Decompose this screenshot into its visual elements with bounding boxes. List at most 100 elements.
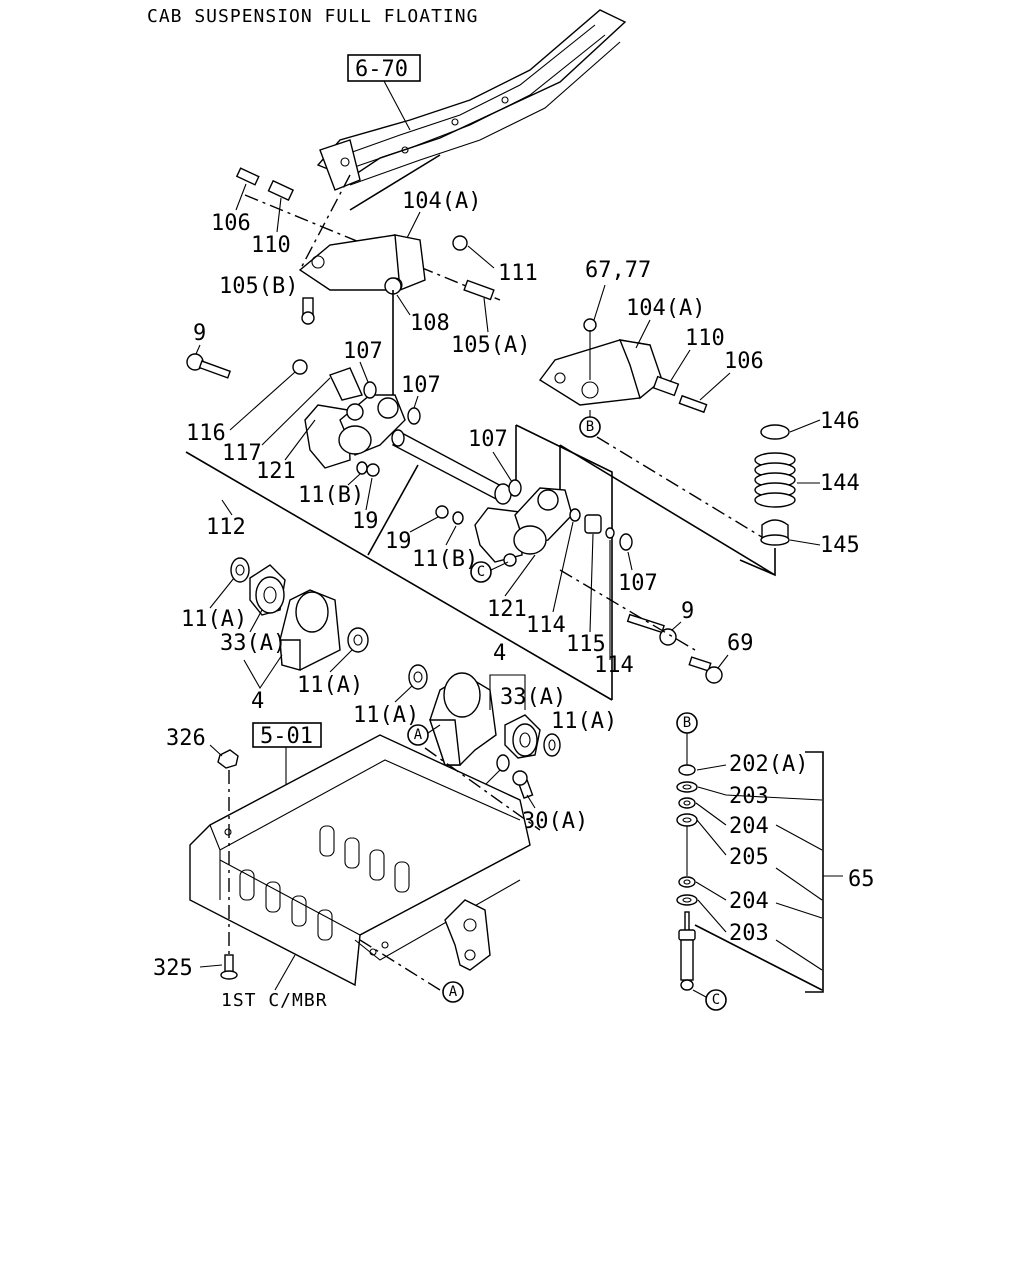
- bushing-33a-right: [504, 714, 541, 759]
- callout-33a-b[interactable]: 33(A): [500, 685, 566, 710]
- leader-104a-top: [406, 211, 421, 239]
- mount-bracket-4-right: [429, 672, 497, 766]
- callout-114-a[interactable]: 114: [526, 613, 566, 638]
- marker-c-top[interactable]: C: [477, 564, 485, 580]
- callout-67-77[interactable]: 67,77: [585, 258, 651, 283]
- callout-106-right[interactable]: 106: [724, 349, 764, 374]
- callout-33a-a[interactable]: 33(A): [220, 631, 286, 656]
- callout-107-d[interactable]: 107: [618, 571, 658, 596]
- callout-107-a[interactable]: 107: [343, 339, 383, 364]
- callout-146[interactable]: 146: [820, 409, 860, 434]
- washer-11a-right-left: [408, 664, 428, 690]
- marker-circle-a-bottom[interactable]: [442, 981, 464, 1003]
- marker-b-shock[interactable]: B: [683, 715, 691, 731]
- callout-65[interactable]: 65: [848, 867, 875, 892]
- callout-4-a[interactable]: 4: [251, 689, 264, 714]
- callout-121-a[interactable]: 121: [256, 459, 296, 484]
- bolt-110-right: [652, 375, 680, 397]
- callout-104a-right[interactable]: 104(A): [626, 296, 705, 321]
- bolt-106-right: [678, 394, 708, 414]
- washer-35: [496, 754, 510, 772]
- leader-67-77: [593, 284, 606, 321]
- bolt-110-left: [267, 179, 295, 202]
- marker-circle-a-mid[interactable]: [407, 724, 429, 746]
- callout-117[interactable]: 117: [222, 441, 262, 466]
- callout-203-bottom[interactable]: 203: [729, 921, 769, 946]
- leader-121-b: [504, 554, 536, 597]
- callout-114-b[interactable]: 114: [594, 653, 634, 678]
- callout-69[interactable]: 69: [727, 631, 754, 656]
- assembly-line-spring: [559, 444, 776, 576]
- coil-spring-144: [754, 452, 796, 508]
- callout-107-c[interactable]: 107: [468, 427, 508, 452]
- marker-circle-c-top[interactable]: [470, 561, 492, 583]
- spring-seat-146: [760, 424, 790, 440]
- bolt-106-left: [235, 167, 260, 186]
- leader-205: [696, 819, 823, 901]
- callout-110-left[interactable]: 110: [251, 233, 291, 258]
- callout-104a-top[interactable]: 104(A): [402, 189, 481, 214]
- leader-203-bottom: [697, 899, 823, 971]
- callout-202a[interactable]: 202(A): [729, 752, 808, 777]
- marker-a-mid[interactable]: A: [414, 727, 423, 743]
- leader-145: [789, 539, 821, 546]
- leader-204-bottom: [695, 881, 823, 919]
- callout-11a-d[interactable]: 11(A): [551, 709, 617, 734]
- washer-11a-left-bottom: [347, 627, 369, 653]
- leader-11b-b: [445, 525, 457, 546]
- nut-67-77: [583, 318, 597, 332]
- callout-115[interactable]: 115: [566, 632, 606, 657]
- callout-116[interactable]: 116: [186, 421, 226, 446]
- leader-203-top: [697, 786, 823, 801]
- callout-110-right[interactable]: 110: [685, 326, 725, 351]
- callout-9-right[interactable]: 9: [681, 599, 694, 624]
- callout-112[interactable]: 112: [206, 515, 246, 540]
- callout-204-bottom[interactable]: 204: [729, 889, 769, 914]
- callout-4-b[interactable]: 4: [493, 641, 506, 666]
- leader-shock-body: [694, 924, 823, 991]
- callout-325[interactable]: 325: [153, 956, 193, 981]
- leader-11a-b: [329, 649, 353, 673]
- callout-11a-b[interactable]: 11(A): [297, 673, 363, 698]
- callout-11b-b[interactable]: 11(B): [412, 547, 478, 572]
- ref-box-5-01[interactable]: [252, 722, 322, 748]
- callout-105a[interactable]: 105(A): [451, 333, 530, 358]
- callout-145[interactable]: 145: [820, 533, 860, 558]
- bolt-9-left: [186, 353, 232, 379]
- callout-326[interactable]: 326: [166, 726, 206, 751]
- washer-107b: [407, 407, 421, 425]
- washer-11a-left-top: [230, 557, 250, 583]
- callout-108[interactable]: 108: [410, 311, 450, 336]
- callout-205[interactable]: 205: [729, 845, 769, 870]
- callout-121-b[interactable]: 121: [487, 597, 527, 622]
- leader-33a-a: [249, 609, 263, 633]
- callout-30a[interactable]: 30(A): [522, 809, 588, 834]
- leader-4-b: [489, 674, 526, 710]
- assembly-line-112: [185, 451, 613, 701]
- callout-19-b[interactable]: 19: [385, 529, 412, 554]
- dash-guide-1: [299, 174, 351, 271]
- callout-105b[interactable]: 105(B): [219, 274, 298, 299]
- callout-11b-a[interactable]: 11(B): [298, 483, 364, 508]
- callout-1st-c-mbr[interactable]: 1ST C/MBR: [221, 990, 328, 1011]
- callout-144[interactable]: 144: [820, 471, 860, 496]
- marker-a-bottom[interactable]: A: [449, 984, 458, 1000]
- marker-c-shock[interactable]: C: [712, 992, 720, 1008]
- callout-11a-c[interactable]: 11(A): [353, 703, 419, 728]
- dash-guide-b: [596, 436, 776, 546]
- mount-bracket-4-left: [279, 589, 341, 671]
- marker-circle-c-shock[interactable]: [705, 989, 727, 1011]
- callout-11a-a[interactable]: 11(A): [181, 607, 247, 632]
- callout-106-left[interactable]: 106: [211, 211, 251, 236]
- callout-107-b[interactable]: 107: [401, 373, 441, 398]
- bolt-69: [688, 656, 723, 684]
- shock-absorber: [678, 911, 696, 991]
- ref-label-5-01[interactable]: 5-01: [260, 724, 313, 749]
- marker-b-top[interactable]: B: [586, 419, 594, 435]
- ref-label-6-70[interactable]: 6-70: [355, 57, 408, 82]
- callout-9-left[interactable]: 9: [193, 321, 206, 346]
- callout-19-a[interactable]: 19: [352, 509, 379, 534]
- callout-111[interactable]: 111: [498, 261, 538, 286]
- callout-204-top[interactable]: 204: [729, 814, 769, 839]
